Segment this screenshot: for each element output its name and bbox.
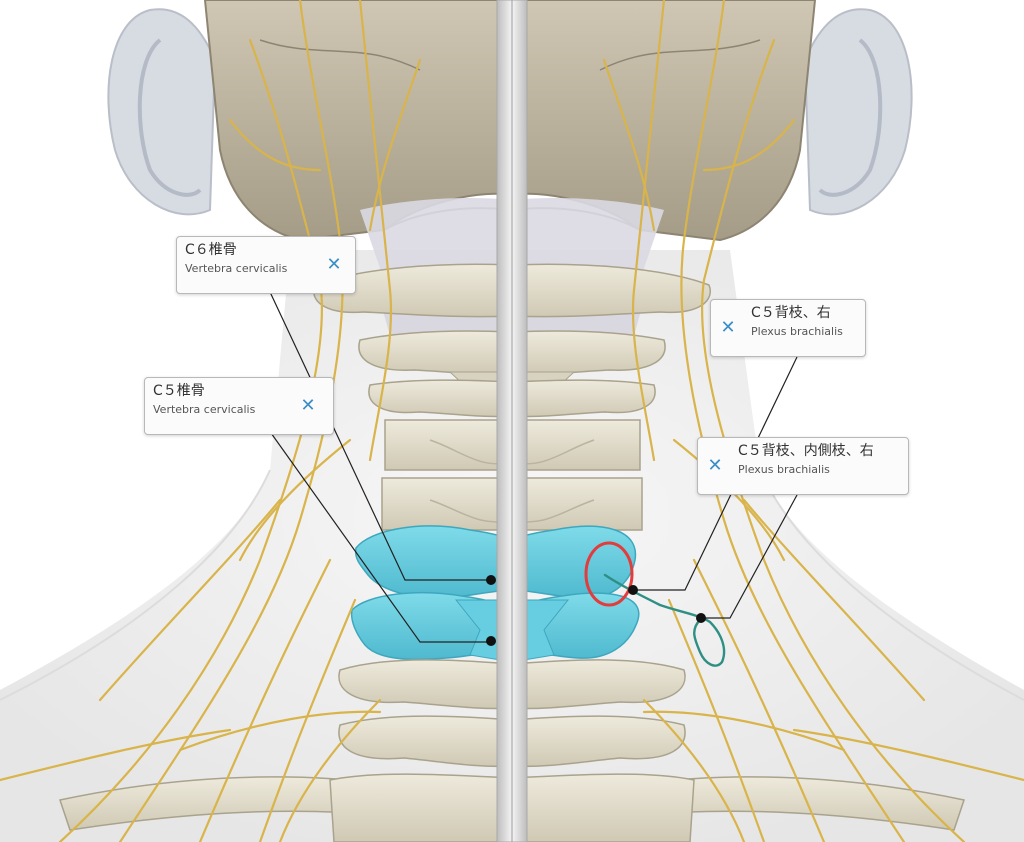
label-subtitle: Vertebra cervicalis	[185, 262, 288, 275]
label-subtitle: Plexus brachialis	[751, 325, 843, 338]
label-card-c6[interactable]: C６椎骨 Vertebra cervicalis ✕	[176, 236, 356, 294]
close-icon[interactable]: ✕	[720, 317, 736, 338]
vertebra-c5-highlight[interactable]	[354, 525, 637, 599]
label-title: C６椎骨	[185, 242, 237, 258]
pin-c5-medial[interactable]	[696, 613, 706, 623]
label-title: C５椎骨	[153, 383, 205, 399]
selected-nerve-branch[interactable]	[603, 573, 726, 667]
label-card-c5[interactable]: C５椎骨 Vertebra cervicalis ✕	[144, 377, 334, 435]
pin-c5[interactable]	[486, 636, 496, 646]
label-card-c5-dorsal[interactable]: C５背枝、右 Plexus brachialis ✕	[710, 299, 866, 357]
pin-c6[interactable]	[486, 575, 496, 585]
label-subtitle: Vertebra cervicalis	[153, 403, 256, 416]
label-card-c5-medial[interactable]: C５背枝、内側枝、右 Plexus brachialis ✕	[697, 437, 909, 495]
label-title: C５背枝、内側枝、右	[738, 443, 874, 459]
vertebra-c6-highlight[interactable]	[350, 591, 640, 661]
ear-right	[803, 8, 913, 216]
label-title: C５背枝、右	[751, 305, 831, 321]
close-icon[interactable]: ✕	[707, 455, 723, 476]
label-subtitle: Plexus brachialis	[738, 463, 830, 476]
close-icon[interactable]: ✕	[300, 395, 316, 416]
ear-left	[107, 8, 217, 216]
spinal-cord	[496, 0, 528, 842]
selection-circle-marker	[584, 541, 634, 607]
close-icon[interactable]: ✕	[326, 254, 342, 275]
pin-c5-dorsal[interactable]	[628, 585, 638, 595]
